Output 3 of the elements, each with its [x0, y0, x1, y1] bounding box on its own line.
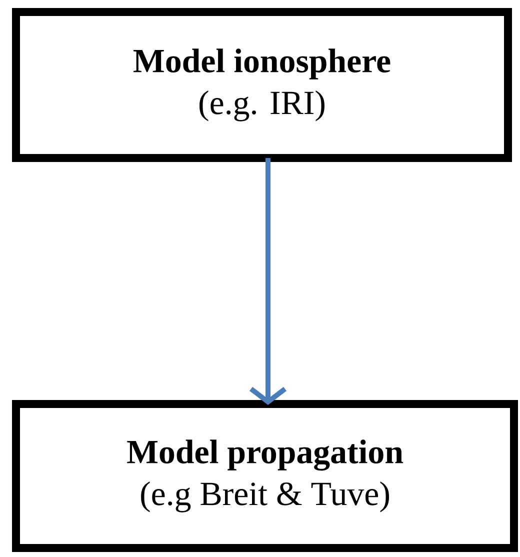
model-box: Model ionosphere (e.g. IRI) [12, 8, 512, 162]
arrow [249, 158, 287, 405]
model-box: Model propagation (e.g Breit & Tuve) [12, 400, 518, 552]
